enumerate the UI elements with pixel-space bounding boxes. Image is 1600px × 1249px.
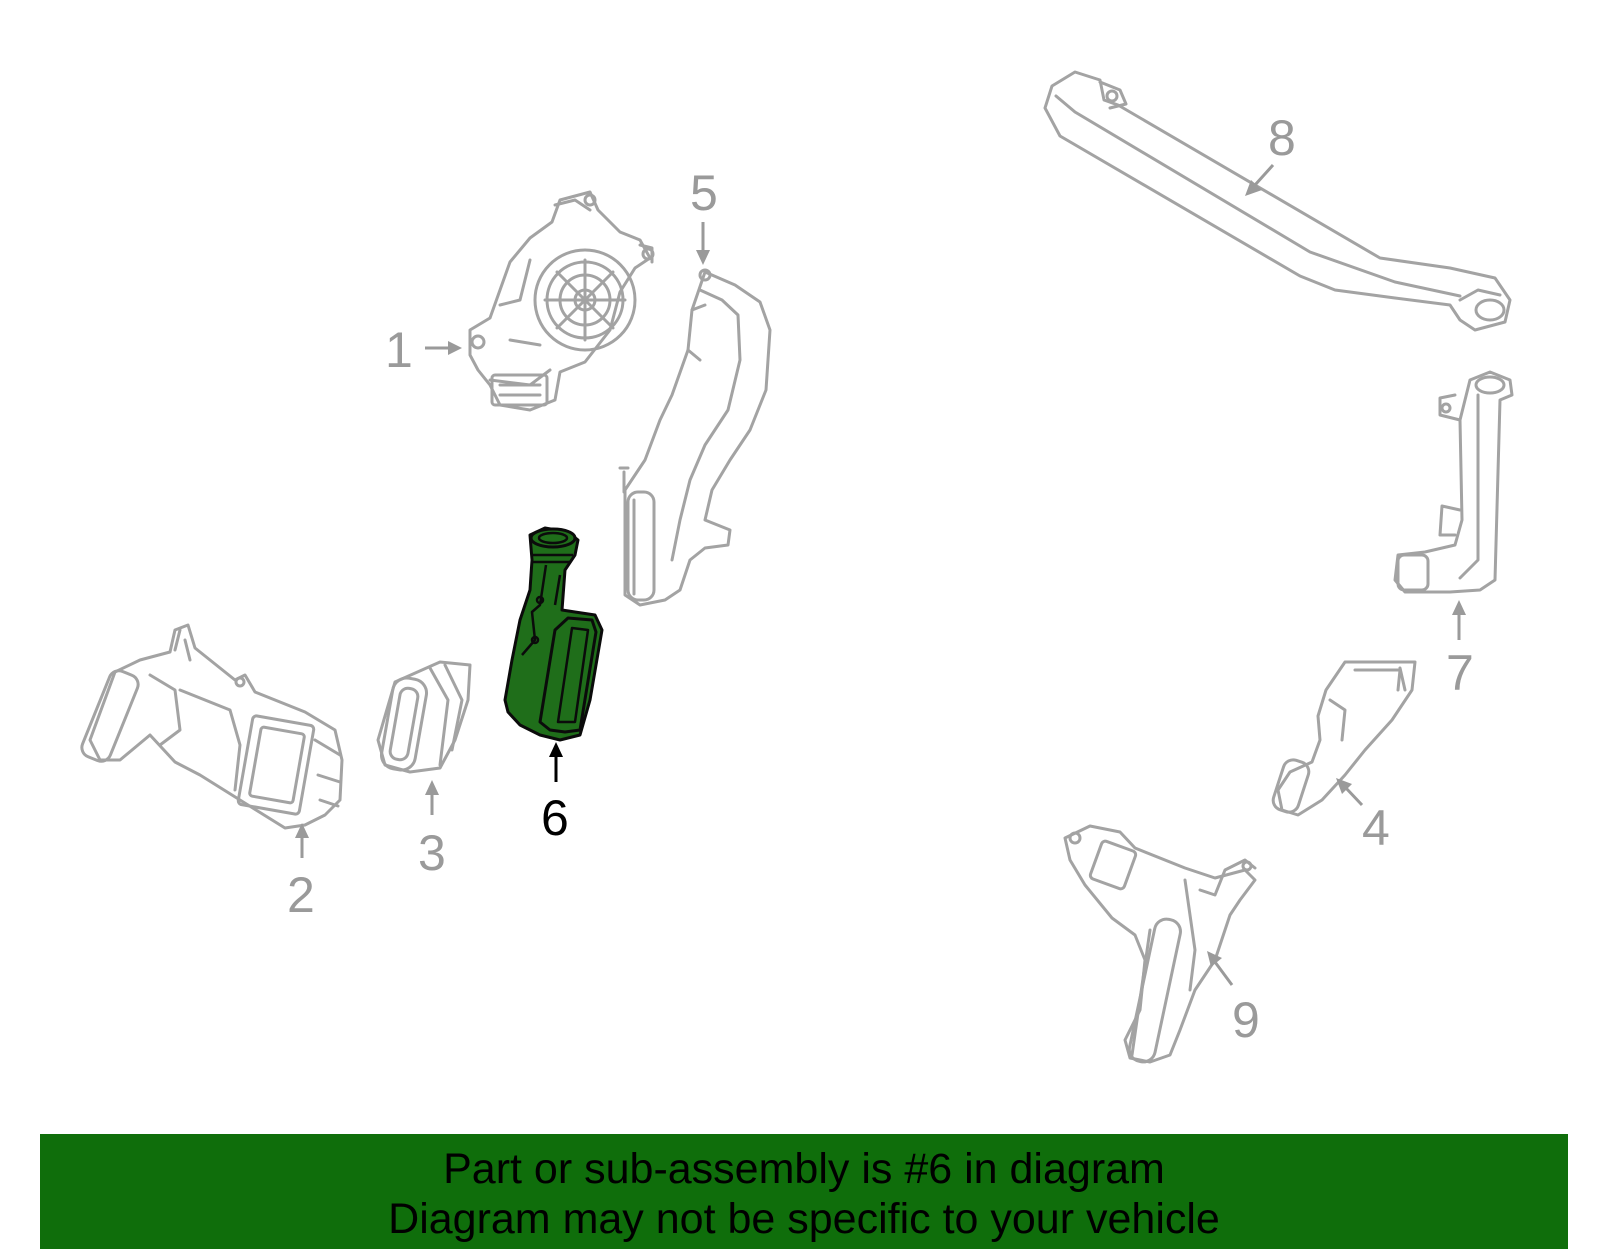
callout-3: 3 — [418, 780, 446, 881]
info-banner: Part or sub-assembly is #6 in diagram Di… — [40, 1134, 1568, 1249]
part-2-left-duct[interactable] — [79, 623, 344, 830]
callout-5-label: 5 — [690, 165, 718, 221]
part-7-vertical-duct[interactable] — [1393, 370, 1514, 594]
part-8-long-duct[interactable] — [1043, 70, 1512, 332]
callout-1: 1 — [385, 322, 462, 378]
callout-4: 4 — [1336, 778, 1390, 856]
callout-9: 9 — [1207, 951, 1260, 1048]
callout-5: 5 — [690, 165, 718, 265]
callout-6: 6 — [541, 742, 569, 846]
part-4-small-duct[interactable] — [1271, 660, 1417, 817]
callout-9-label: 9 — [1232, 992, 1260, 1048]
callout-2-label: 2 — [287, 867, 315, 923]
callout-1-label: 1 — [385, 322, 413, 378]
callout-7-label: 7 — [1446, 645, 1474, 701]
part-6-highlighted-duct[interactable] — [503, 526, 604, 742]
callout-4-label: 4 — [1362, 800, 1390, 856]
callout-8: 8 — [1245, 110, 1296, 196]
callout-8-label: 8 — [1268, 110, 1296, 166]
part-1-blower-motor[interactable] — [468, 190, 655, 412]
callout-7: 7 — [1446, 600, 1474, 701]
callout-2: 2 — [287, 823, 315, 923]
callout-6-label: 6 — [541, 790, 569, 846]
part-5-duct[interactable] — [618, 268, 772, 607]
part-9-lower-duct[interactable] — [1063, 824, 1257, 1064]
part-3-small-duct[interactable] — [376, 660, 472, 774]
banner-line-1: Part or sub-assembly is #6 in diagram — [443, 1145, 1165, 1193]
parts-diagram: 1 5 8 7 4 9 2 3 6 — [79, 70, 1514, 1064]
callout-3-label: 3 — [418, 825, 446, 881]
banner-line-2: Diagram may not be specific to your vehi… — [388, 1195, 1220, 1243]
